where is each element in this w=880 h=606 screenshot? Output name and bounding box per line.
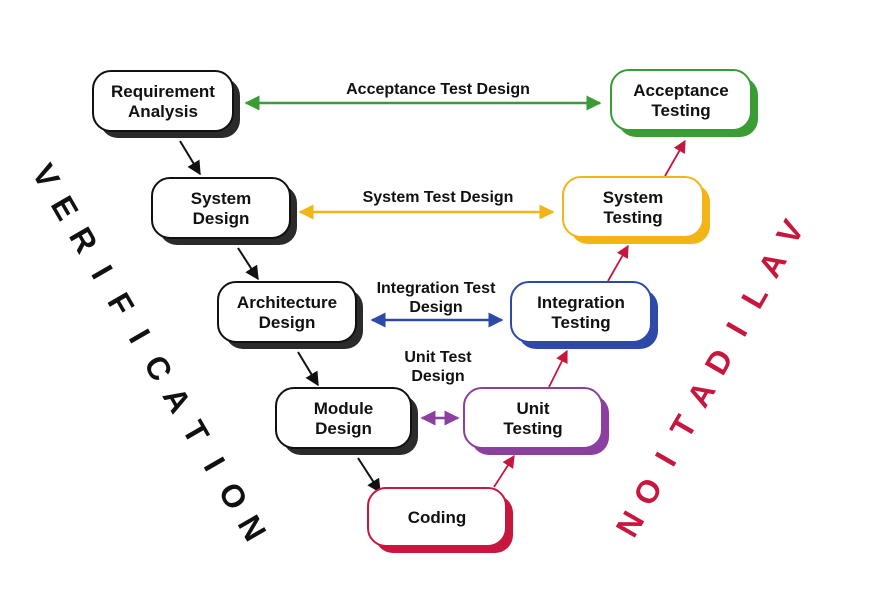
box-label: Testing — [603, 208, 662, 227]
box-coding: Coding — [367, 487, 513, 553]
arrow-architecture-to-module — [297, 351, 319, 387]
side-letter: A — [156, 381, 199, 419]
box-label: Integration — [537, 293, 625, 312]
arrow-unit-to-integration-testing — [548, 349, 568, 388]
box-frame — [367, 487, 507, 547]
arrow-integration-to-system-testing — [607, 244, 629, 282]
box-label: Testing — [503, 419, 562, 438]
label-system-test-design: System Test Design — [363, 189, 514, 206]
side-letter: C — [137, 349, 180, 387]
side-letter: L — [734, 279, 775, 314]
side-letter: T — [175, 415, 216, 450]
side-letter: O — [626, 472, 670, 512]
box-frame — [92, 70, 234, 132]
box-label: Testing — [651, 101, 710, 120]
side-letter: V — [769, 213, 811, 250]
box-frame — [610, 69, 752, 131]
box-label: Requirement — [111, 82, 215, 101]
link-label-line: Acceptance Test Design — [346, 81, 530, 98]
arrow-requirement-to-system-design — [179, 140, 201, 176]
side-letter: O — [211, 476, 255, 516]
side-letter: R — [62, 221, 105, 259]
link-label-line: Design — [409, 299, 462, 316]
box-label: Design — [193, 209, 250, 228]
side-letter: I — [84, 259, 120, 285]
side-letter: I — [719, 316, 755, 342]
side-letter: N — [609, 505, 652, 543]
box-label: System — [603, 188, 663, 207]
link-label-line: Design — [411, 368, 464, 385]
side-letter: I — [197, 451, 233, 477]
side-letter: D — [698, 343, 741, 381]
label-acceptance-test-design: Acceptance Test Design — [346, 81, 530, 98]
box-label: Module — [314, 399, 374, 418]
box-label: Design — [315, 419, 372, 438]
box-frame — [217, 281, 357, 343]
box-label: Design — [259, 313, 316, 332]
side-letter: I — [648, 446, 684, 472]
link-label-line: System Test Design — [363, 189, 514, 206]
arrow-module-to-coding — [357, 457, 381, 494]
box-label: System — [191, 189, 251, 208]
box-frame — [275, 387, 412, 449]
flow-arrows — [179, 95, 686, 494]
side-letter: V — [25, 158, 67, 195]
side-letter: E — [44, 190, 86, 226]
box-label: Testing — [551, 313, 610, 332]
box-frame — [510, 281, 652, 343]
box-frame — [463, 387, 603, 449]
side-letter: T — [663, 409, 704, 444]
box-frame — [151, 177, 291, 239]
arrow-system-to-architecture — [237, 247, 259, 281]
side-letter: N — [231, 509, 274, 547]
side-letter: A — [751, 245, 794, 283]
link-label-line: Integration Test — [377, 280, 496, 297]
arrow-system-to-acceptance-testing — [664, 139, 686, 177]
box-frame — [562, 176, 704, 238]
side-letter: A — [680, 375, 723, 413]
box-label: Architecture — [237, 293, 337, 312]
side-letter: I — [122, 323, 158, 349]
box-label: Unit — [516, 399, 549, 418]
box-label: Analysis — [128, 102, 198, 121]
box-label: Coding — [408, 508, 467, 527]
arrow-coding-to-unit-testing — [493, 454, 515, 488]
box-label: Acceptance — [633, 81, 728, 100]
phase-boxes: RequirementAnalysisSystemDesignArchitect… — [92, 69, 758, 553]
side-letter: F — [100, 287, 141, 322]
link-label-line: Unit Test — [404, 349, 472, 366]
